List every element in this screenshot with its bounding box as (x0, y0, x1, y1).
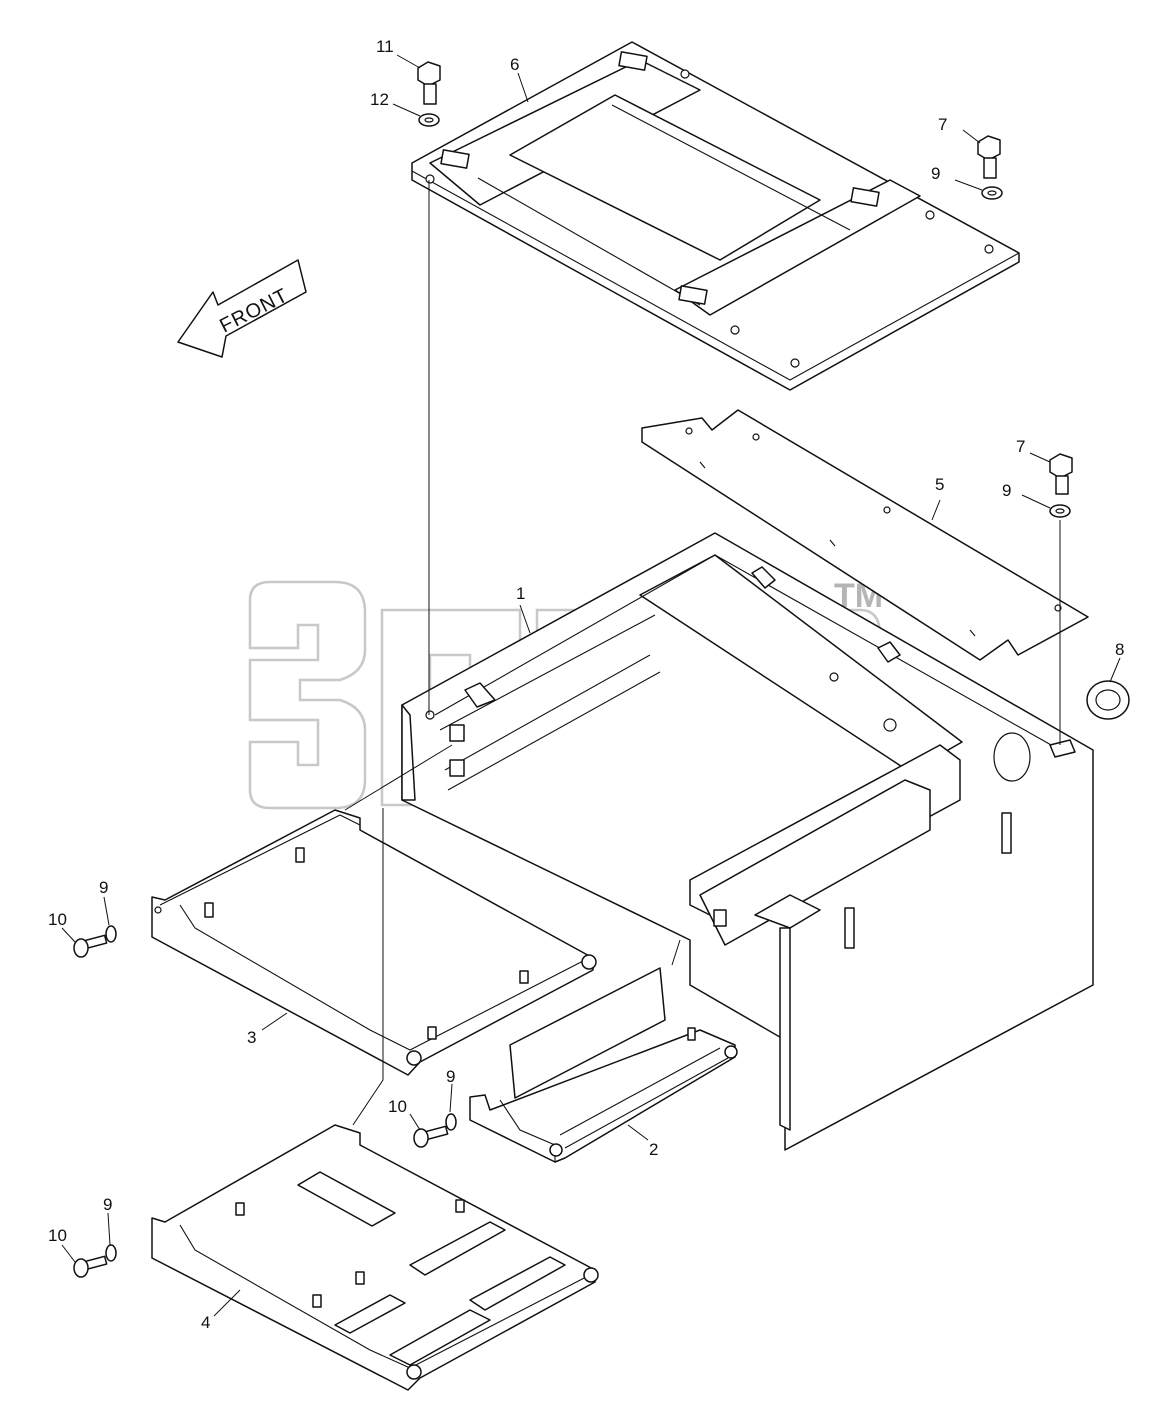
callout-washer-e: 9 (103, 1195, 112, 1214)
washer-a (981, 186, 1003, 200)
bolt-a (977, 135, 1001, 179)
callout-tray-lower: 4 (201, 1313, 210, 1332)
bolt-b (1049, 453, 1073, 495)
callout-bolt-top: 11 (376, 37, 394, 56)
callout-frame: 1 (516, 584, 525, 603)
callout-labels: 1 2 3 4 5 6 7 7 8 9 9 9 9 9 10 10 10 11 … (48, 37, 1124, 1332)
washer-top (418, 113, 440, 127)
callout-bolt-a: 7 (938, 115, 947, 134)
callout-grommet: 8 (1115, 640, 1124, 659)
screw-c (73, 1255, 108, 1278)
panel-side (469, 967, 738, 1163)
callout-cover-strip: 5 (935, 475, 944, 494)
callout-screw-a: 10 (48, 910, 67, 929)
callout-screw-c: 10 (48, 1226, 67, 1245)
screw-a (73, 934, 108, 958)
callout-panel-side: 2 (649, 1140, 658, 1159)
callout-screw-b: 10 (388, 1097, 407, 1116)
top-plate (411, 41, 1020, 391)
washer-c (105, 925, 117, 943)
washer-b (1049, 504, 1071, 518)
washer-e (105, 1244, 117, 1262)
washer-d (445, 1113, 457, 1131)
assembly-lines (344, 180, 1061, 1126)
leader-lines (61, 54, 1121, 1317)
front-direction-arrow: FRONT (177, 259, 307, 358)
callout-tray-upper: 3 (247, 1028, 256, 1047)
cover-strip (641, 409, 1089, 661)
screw-b (413, 1125, 449, 1148)
bolt-top (417, 61, 441, 105)
callout-top-plate: 6 (510, 55, 519, 74)
callout-washer-a: 9 (931, 164, 940, 183)
callout-washer-b: 9 (1002, 481, 1011, 500)
callout-washer-d: 9 (446, 1067, 455, 1086)
callout-bolt-b: 7 (1016, 437, 1025, 456)
tray-upper (151, 809, 597, 1076)
grommet (1086, 680, 1130, 720)
callout-washer-c: 9 (99, 878, 108, 897)
tray-lower (151, 1124, 599, 1391)
callout-washer-top: 12 (370, 90, 389, 109)
frame (401, 532, 1094, 1151)
